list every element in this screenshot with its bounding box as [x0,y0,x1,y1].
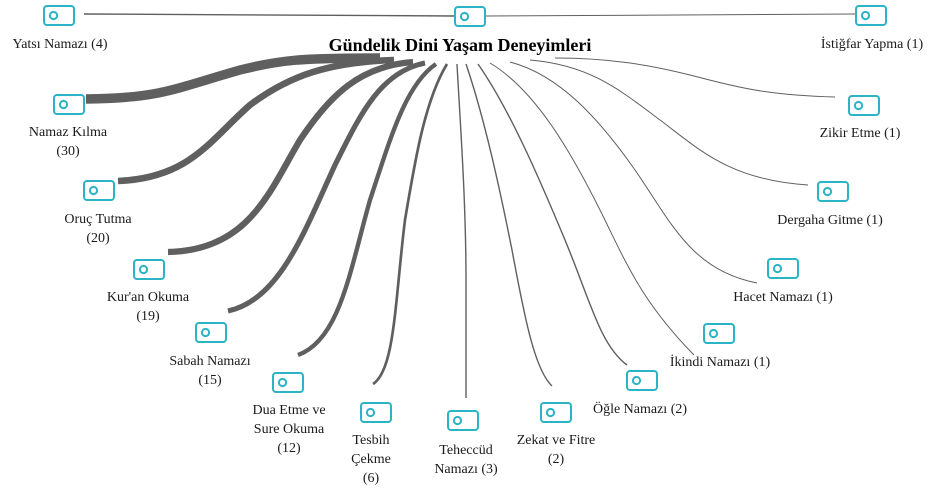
node-label-line: Sabah Namazı [169,354,250,369]
center-node: Gündelik Dini Yaşam Deneyimleri [329,6,592,55]
edge-oruc [117,56,395,185]
node-label: Kur'an Okuma (19) [107,290,190,324]
nodes-layer: Yatsı Namazı (4) Namaz Kılma (30) Oruç Tutm… [12,5,924,486]
edge-ikindi [489,62,695,356]
node-label: Yatsı Namazı (4) [12,37,107,52]
edge-hacet [509,61,758,284]
node-label: İkindi Namazı (1) [670,354,771,370]
node-label-line: Zekat ve Fitre [517,433,596,448]
node-label: Öğle Namazı (2) [593,400,687,417]
node-ogle: Öğle Namazı (2) [593,370,687,417]
node-istigfar: İstiğfar Yapma (1) [821,5,924,52]
node-zekat: Zekat ve Fitre (2) [517,402,596,467]
node-dergah: Dergaha Gitme (1) [777,181,883,228]
code-node-icon [540,402,572,423]
node-label-line: Namazı (3) [434,462,498,477]
node-namaz: Namaz Kılma (30) [29,94,108,159]
edge-yatsi [83,13,456,17]
edges-layer [83,13,857,398]
code-node-icon [767,258,799,279]
node-label-line: Namaz Kılma [29,125,108,140]
edge-ogle [477,63,628,366]
center-node-icon [454,6,486,27]
node-label: Sabah Namazı (15) [169,354,250,388]
node-label: Dergaha Gitme (1) [777,213,883,228]
node-label: Hacet Namazı (1) [733,290,833,305]
node-label-line: Sure Okuma [254,422,325,437]
node-label-line: Öğle Namazı (2) [593,400,687,417]
node-label: Namaz Kılma (30) [29,125,108,159]
node-yatsi: Yatsı Namazı (4) [12,5,108,52]
code-node-icon [272,372,304,393]
code-node-icon [53,94,85,115]
code-node-icon [43,5,75,26]
node-label-line: Dergaha Gitme (1) [777,213,883,228]
node-label: Oruç Tutma (20) [64,212,132,246]
node-label: Dua Etme ve Sure Okuma (12) [252,403,325,456]
edge-zekat [465,63,553,387]
node-label-line: (6) [363,471,380,486]
node-label: Zikir Etme (1) [820,126,901,141]
node-kuran: Kur'an Okuma (19) [107,259,190,324]
node-label-line: Tesbih [352,433,389,448]
node-label-line: (19) [136,309,160,324]
code-node-icon [447,410,479,431]
edge-sabah [227,60,426,314]
node-label: Zekat ve Fitre (2) [517,433,596,467]
node-label-line: (12) [277,441,301,456]
node-oruc: Oruç Tutma (20) [64,180,132,246]
code-node-icon [83,180,115,201]
node-sabah: Sabah Namazı (15) [169,322,251,388]
code-node-icon [626,370,658,391]
node-label-line: İstiğfar Yapma (1) [821,36,924,52]
edge-zikir [554,57,836,98]
node-dua: Dua Etme ve Sure Okuma (12) [252,372,326,456]
node-label-line: Kur'an Okuma [107,290,190,305]
edge-tesbih [372,63,449,386]
node-hacet: Hacet Namazı (1) [733,258,833,305]
node-label-line: (20) [86,231,110,246]
edge-istigfar [485,13,857,17]
edge-kuran [167,58,414,256]
node-label: İstiğfar Yapma (1) [821,36,924,52]
node-label-line: Zikir Etme (1) [820,126,901,141]
node-label-line: (15) [198,373,222,388]
code-node-icon [817,181,849,202]
node-label-line: İkindi Namazı (1) [670,354,771,370]
node-label-line: Hacet Namazı (1) [733,290,833,305]
node-label-line: Yatsı Namazı (4) [12,37,107,52]
node-label-line: Teheccüd [439,443,492,458]
code-node-icon [848,95,880,116]
node-label-line: Çekme [351,452,391,467]
node-label-line: (2) [548,452,565,467]
node-zikir: Zikir Etme (1) [820,95,901,141]
edge-dergah [529,59,809,186]
code-node-icon [855,5,887,26]
edge-dua [297,62,438,358]
node-label-line: Dua Etme ve [252,403,325,418]
code-node-icon [703,323,735,344]
node-ikindi: İkindi Namazı (1) [670,323,771,370]
code-node-icon [195,322,227,343]
diagram-title: Gündelik Dini Yaşam Deneyimleri [329,35,592,55]
edge-teheccud [456,63,467,398]
node-label-line: Oruç Tutma [64,212,132,227]
edge-namaz [85,53,381,104]
code-node-icon [360,402,392,423]
code-node-icon [133,259,165,280]
node-label-line: (30) [56,144,80,159]
